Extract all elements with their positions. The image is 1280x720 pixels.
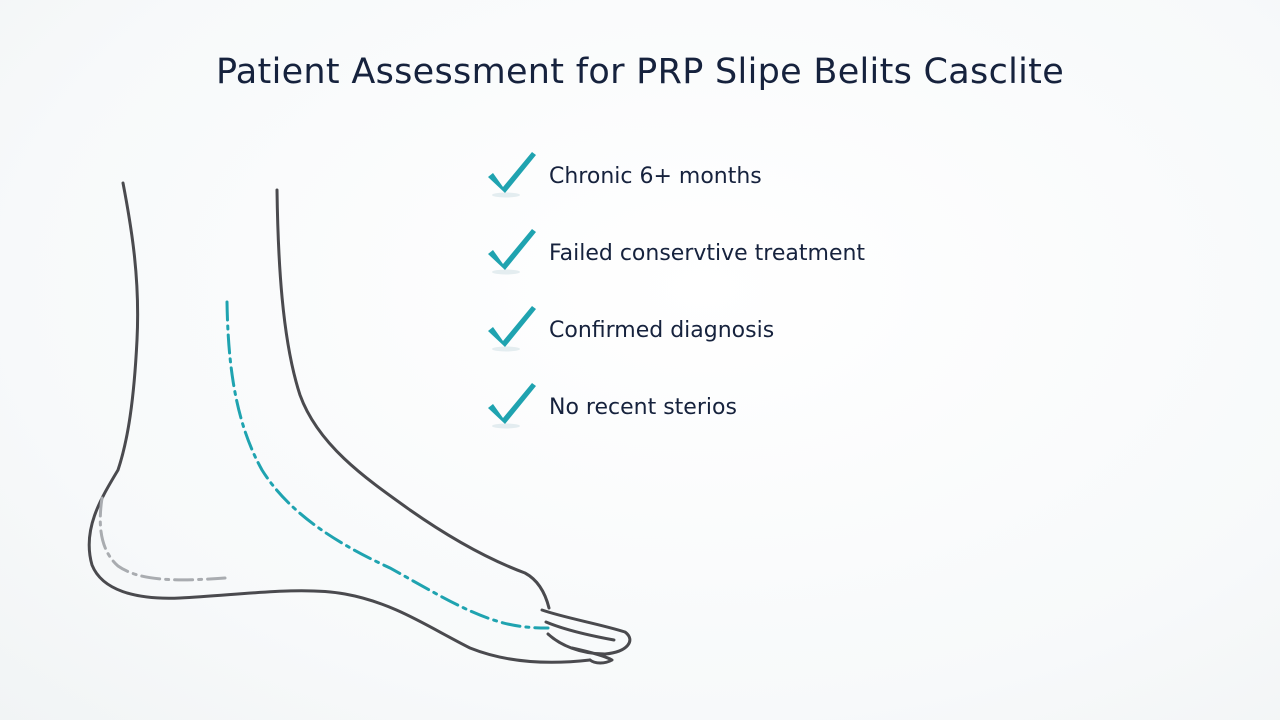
- checklist-item: Chronic 6+ months: [484, 138, 1084, 215]
- criteria-checklist: Chronic 6+ months Failed conservtive tre…: [484, 138, 1084, 446]
- checkmark-icon: [488, 382, 536, 428]
- slide-title: Patient Assessment for PRP Slipe Belits …: [215, 52, 1065, 92]
- heel-dash-line: [98, 496, 227, 582]
- foot-outline-toes: [540, 608, 632, 665]
- checkmark-icon: [488, 151, 536, 197]
- checklist-item: No recent sterios: [484, 369, 1084, 446]
- checklist-item-label: Chronic 6+ months: [549, 164, 762, 189]
- foot-outline-front: [275, 188, 551, 610]
- checkmark-icon: [488, 228, 536, 274]
- checklist-item: Failed conservtive treatment: [484, 215, 1084, 292]
- checklist-item-label: Failed conservtive treatment: [549, 241, 866, 266]
- checklist-item-label: Confirmed diagnosis: [549, 318, 775, 343]
- checkmark-icon: [488, 305, 536, 351]
- checklist-item: Confirmed diagnosis: [484, 292, 1084, 369]
- checklist-item-label: No recent sterios: [549, 395, 737, 420]
- plantar-fascia-line: [225, 300, 550, 630]
- foot-outline-back: [87, 181, 592, 664]
